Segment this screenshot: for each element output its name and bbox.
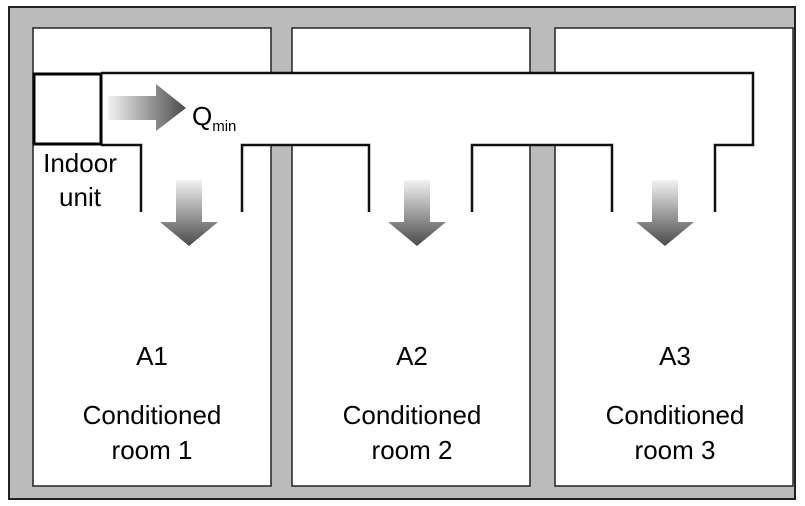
flow-label-sub: min <box>212 118 236 135</box>
duct-walls <box>101 71 755 212</box>
supply-duct <box>101 73 753 212</box>
room-2-name-line2: room 2 <box>372 435 453 465</box>
indoor-unit-label-line1: Indoor <box>43 148 117 178</box>
zone-label-a3: A3 <box>659 341 691 371</box>
flow-label-main: Q <box>192 101 212 131</box>
room-2-name-line1: Conditioned <box>343 400 482 430</box>
zone-label-a2: A2 <box>396 341 428 371</box>
indoor-unit-label-line2: unit <box>59 182 102 212</box>
supply-arrow-room-2 <box>388 180 446 246</box>
flow-label: Qmin <box>192 101 236 135</box>
room-1-name-line1: Conditioned <box>83 400 222 430</box>
room-3-name-line2: room 3 <box>635 435 716 465</box>
indoor-unit-box <box>32 72 103 146</box>
room-1-name-line2: room 1 <box>112 435 193 465</box>
supply-arrow-room-3 <box>636 180 694 246</box>
supply-arrow-room-1 <box>160 180 218 246</box>
room-3-name-line1: Conditioned <box>606 400 745 430</box>
flow-arrow-horizontal <box>108 84 186 131</box>
zone-label-a1: A1 <box>136 341 168 371</box>
